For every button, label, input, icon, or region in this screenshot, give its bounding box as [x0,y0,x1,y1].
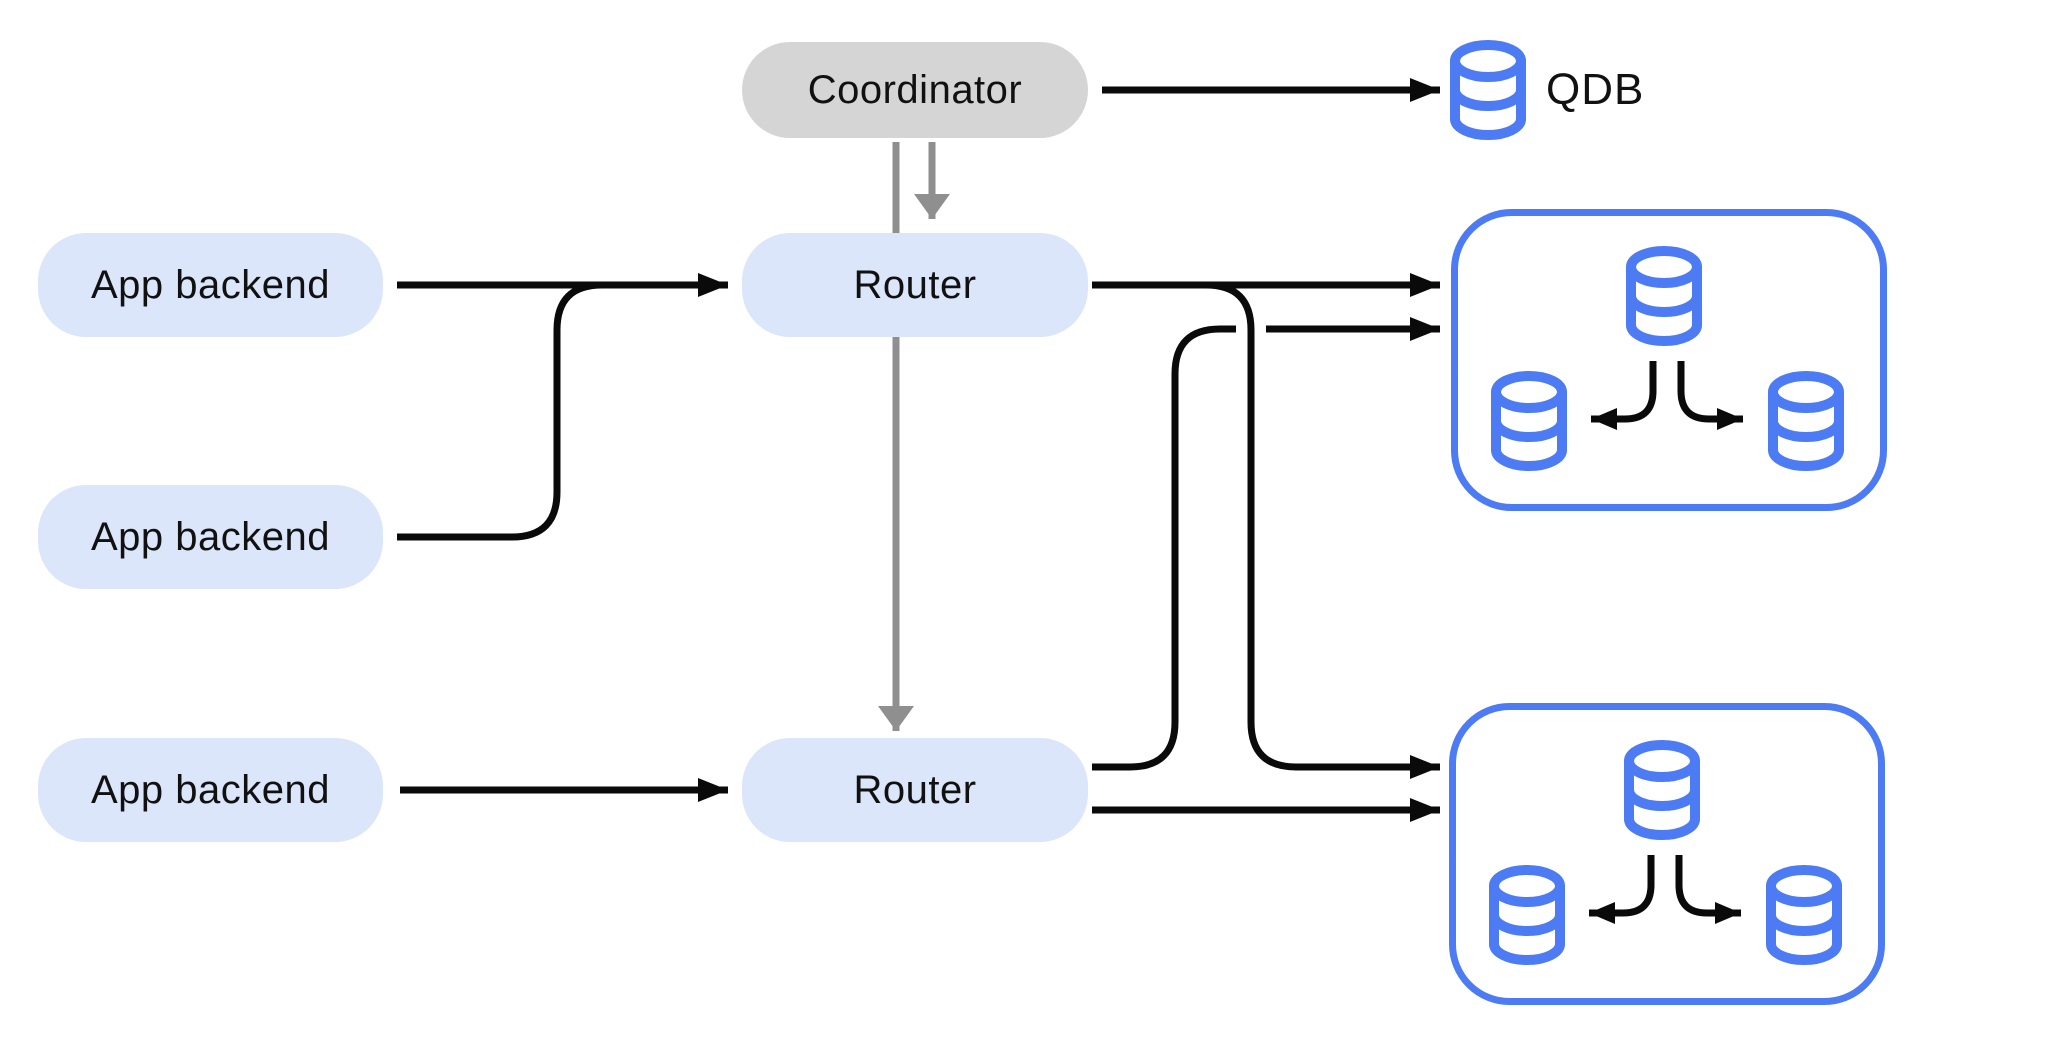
qdb-label: QDB [1546,65,1645,114]
app-backend-label: App backend [90,262,330,307]
replication-arrow-left [1589,855,1655,924]
router-node-2: Router [742,738,1088,842]
database-icon [1444,40,1532,140]
qdb-node: QDB [1444,40,1644,140]
app-backend-node-1: App backend [38,233,383,337]
replication-arrow-right [1677,361,1743,430]
router-node-1: Router [742,233,1088,337]
app-backend-label: App backend [90,514,330,559]
router-label: Router [853,262,977,307]
shard-cluster-2 [1449,703,1885,1005]
replication-arrow-right [1675,855,1741,924]
coordinator-node: Coordinator [742,42,1088,138]
coordinator-label: Coordinator [807,67,1023,112]
router-label: Router [853,767,977,812]
edge-appbackend2-merge [397,281,603,541]
app-backend-node-3: App backend [38,738,383,842]
app-backend-label: App backend [90,767,330,812]
shard-cluster-1 [1451,209,1887,511]
app-backend-node-2: App backend [38,485,383,589]
edge-router2-to-cluster1 [1092,317,1440,771]
replication-arrow-left [1591,361,1657,430]
